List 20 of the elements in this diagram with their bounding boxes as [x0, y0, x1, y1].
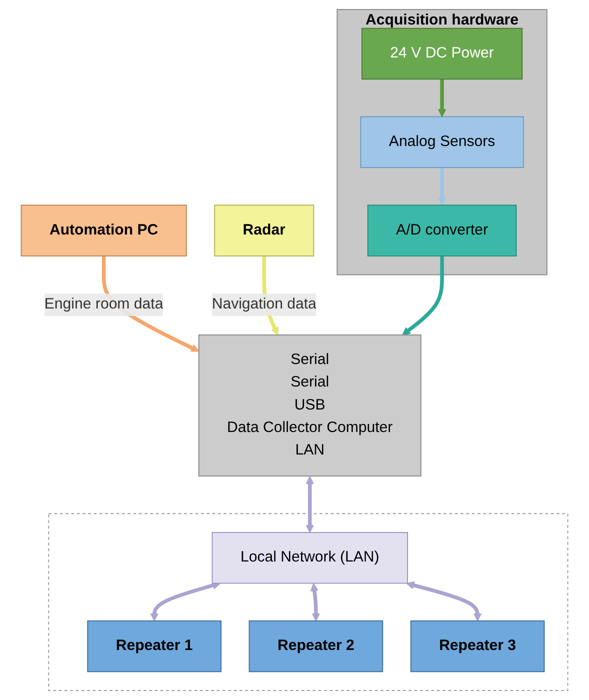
arrow [406, 581, 482, 622]
edge-label: Navigation data [212, 296, 316, 312]
arrow [310, 583, 320, 622]
node-box: Analog Sensors [360, 116, 524, 168]
node-box: Repeater 3 [410, 620, 545, 672]
node-box: Serial Serial USB Data Collector Computer LAN [198, 334, 422, 476]
cluster [48, 513, 568, 691]
arrow [402, 256, 444, 336]
node-box: Local Network (LAN) [212, 532, 408, 584]
arrow [438, 79, 446, 118]
arrow [150, 581, 221, 622]
arrow [438, 168, 446, 206]
node-box: Repeater 2 [248, 620, 384, 672]
node-box: Repeater 1 [87, 620, 222, 672]
node-box: Radar [214, 204, 314, 256]
node-box: Automation PC [20, 204, 187, 256]
node-box: A/D converter [367, 204, 517, 256]
node-box: 24 V DC Power [361, 28, 523, 80]
arrow [306, 476, 314, 533]
edge-label: Engine room data [44, 296, 164, 312]
